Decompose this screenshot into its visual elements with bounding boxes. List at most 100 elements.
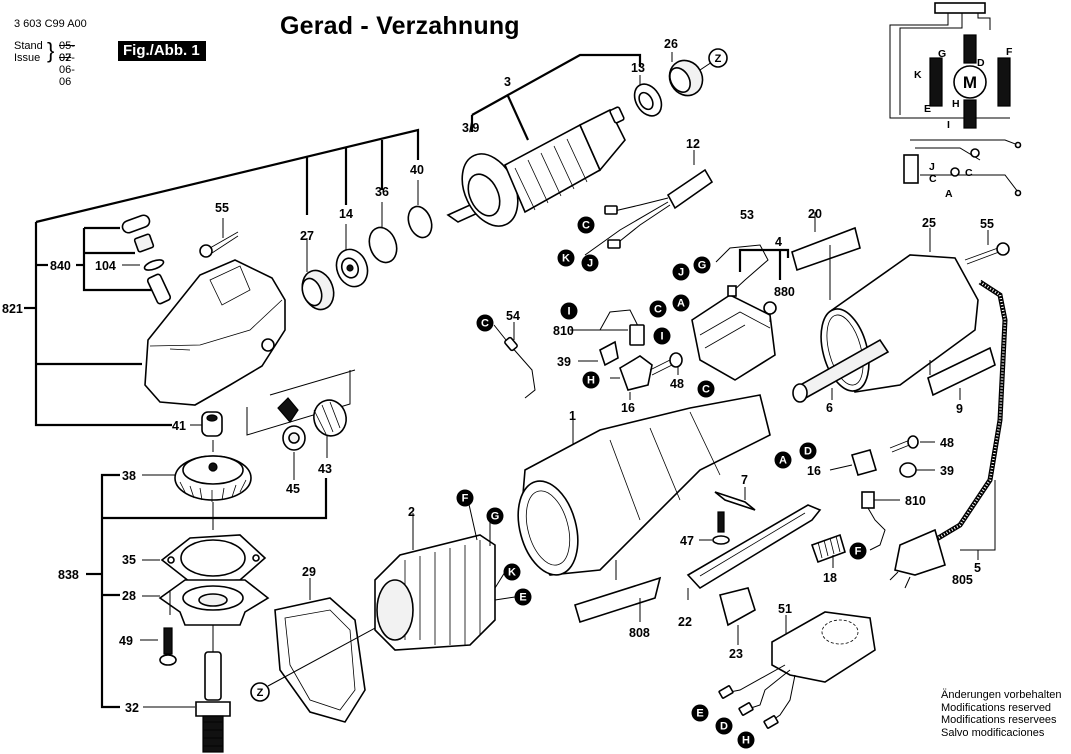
guard-29 [274,578,366,723]
brush-assembly-upper [570,309,683,400]
connector-marker-label: G [491,511,500,523]
label-20 [791,212,861,300]
label-808 [574,576,662,624]
issue-date: 07-06-06 [59,52,75,88]
part-label-25: 25 [922,216,936,230]
electronic-module-51 [718,611,876,729]
schematic-label-c2: C [965,167,973,179]
ring-36 [368,202,398,264]
schematic-label-h: H [952,98,960,110]
connector-marker-label: E [696,708,703,720]
connector-marker-label: I [567,306,570,318]
part-label-43: 43 [318,462,332,476]
part-label-29: 29 [302,565,316,579]
connector-marker-a-wire [774,451,792,469]
schematic-label-e: E [924,103,931,115]
part-label-36: 36 [375,185,389,199]
gear-housing [144,259,286,406]
stator-2 [374,499,516,651]
button-23 [719,587,756,645]
part-label-40: 40 [410,163,424,177]
connector-marker-e-2 [514,588,532,606]
circlip-40 [407,180,433,239]
part-label-32: 32 [125,701,139,715]
part-label-880: 880 [774,285,795,299]
z-marker-bottom: Z [250,619,391,702]
connector-marker-c-54 [476,314,494,332]
notice-de: Änderungen vorbehalten [941,689,1062,701]
part-label-14: 14 [339,207,353,221]
connector-marker-h-51 [737,731,755,749]
part-label-41: 41 [172,419,186,433]
stand-value-struck: 05-02 [59,40,75,64]
motor-symbol: M [963,73,977,92]
part-label-7: 7 [741,473,748,487]
schematic-label-d: D [977,57,985,69]
part-label-810-lower: 810 [905,494,926,508]
schematic-label-c1: C [929,173,937,185]
gasket-35 [142,534,267,583]
part-label-54: 54 [506,309,520,323]
part-label-104: 104 [95,259,116,273]
connector-marker-label: F [855,546,862,558]
bearing-13 [633,75,663,117]
connector-marker-j-12 [581,254,599,272]
connector-marker-f-810 [849,542,867,560]
connector-marker-label: C [654,304,662,316]
schematic-label-j: J [929,161,935,173]
z-marker-bottom-label: Z [257,687,264,699]
connector-marker-c-4b [697,380,715,398]
cap-button-part [121,214,172,305]
schematic-label-k: K [914,69,922,81]
notice-fr: Modifications reservees [941,714,1057,726]
part-label-38: 38 [122,469,136,483]
connector-marker-label: D [720,721,728,733]
part-label-3: 3 [504,75,511,89]
label-9 [927,346,996,400]
z-marker-top-label: Z [715,53,722,65]
part-label-2: 2 [408,505,415,519]
part-label-16-lower: 16 [807,464,821,478]
rubber-ring-26 [668,52,713,97]
bracket-821 [24,128,420,427]
part-label-28: 28 [122,589,136,603]
connector-marker-label: H [742,735,750,747]
part-label-47: 47 [680,534,694,548]
connector-marker-i-810 [560,302,578,320]
connector-marker-label: K [562,253,570,265]
connector-marker-label: C [582,220,590,232]
bushing-41 [190,411,223,437]
part-label-18: 18 [823,571,837,585]
motor-housing-1 [517,394,771,580]
brush-assembly-lower [829,435,935,551]
part-label-20: 20 [808,207,822,221]
connector-marker-d-51 [715,717,733,735]
connector-marker-label: D [804,446,812,458]
notice-es: Salvo modificaciones [941,726,1045,739]
page-title: Gerad - Verzahnung [280,12,520,40]
part-label-13: 13 [631,61,645,75]
wiring-schematic: M [889,2,1022,197]
flange-28 [142,579,270,626]
schematic-label-g: G [938,48,946,60]
figure-badge: Fig./Abb. 1 [118,41,206,61]
connector-marker-h-16 [582,371,600,389]
part-label-53: 53 [740,208,754,222]
part-label-12: 12 [686,137,700,151]
connector-marker-g-53 [693,256,711,274]
issue-label: Issue [14,52,41,64]
connector-marker-g-2 [486,507,504,525]
cable-54 [493,322,536,399]
part-label-5: 5 [974,561,981,575]
part-label-39-lower: 39 [940,464,954,478]
part-label-23: 23 [729,647,743,661]
bracket-3 [470,53,642,141]
part-label-3-9: 3/9 [462,121,479,135]
bracket-4 [738,248,790,280]
connector-marker-k-2 [503,563,521,581]
connector-marker-label: I [660,331,663,343]
part-label-22: 22 [678,615,692,629]
document-number: 3 603 C99 A00 [14,18,87,30]
